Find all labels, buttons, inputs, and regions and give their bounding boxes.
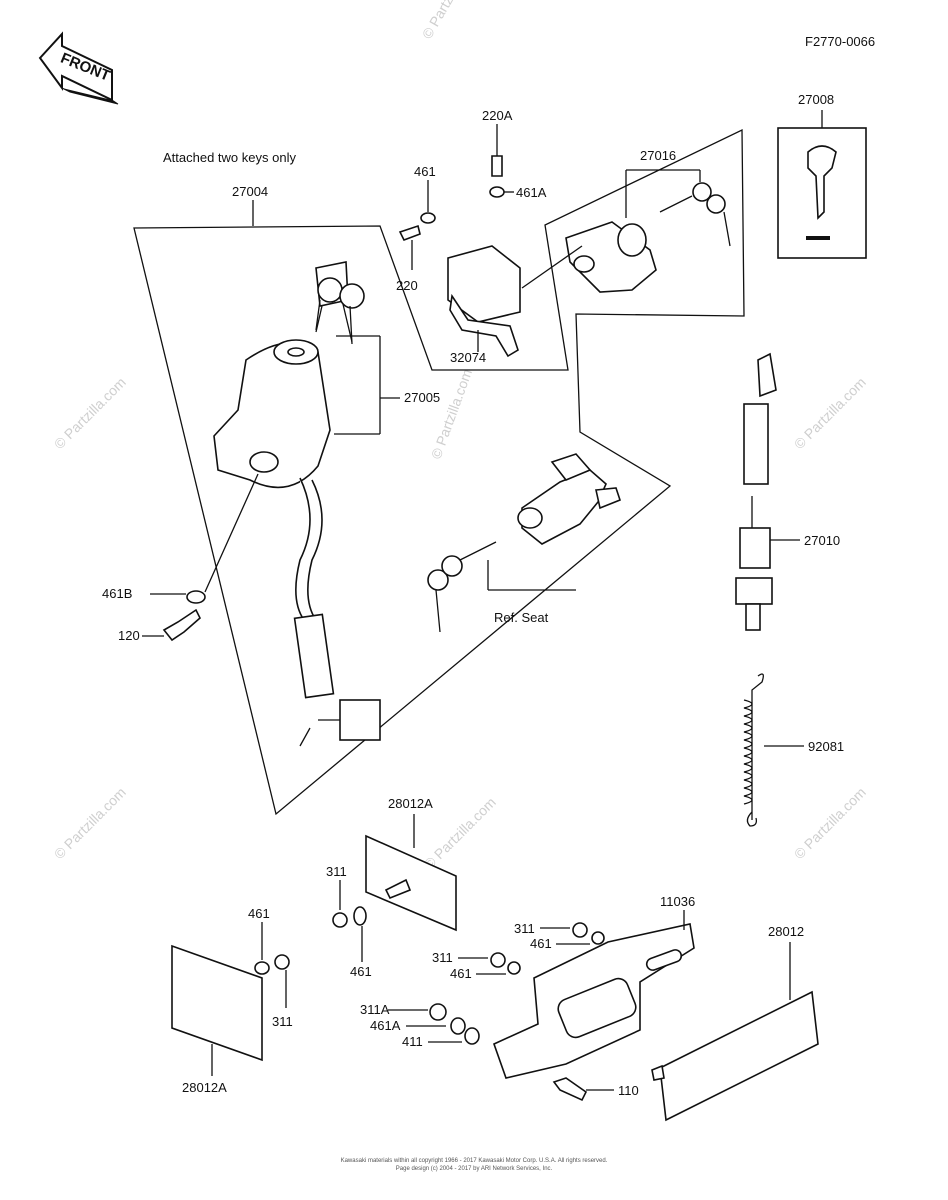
key-icon (659, 182, 731, 247)
label-28012A-bottom: 28012A (182, 1080, 227, 1095)
watermark-text: © Partzilla.com (791, 784, 869, 862)
kit-27004-outline (133, 128, 745, 816)
label-92081: 92081 (808, 739, 844, 754)
part-28012A-reflector (365, 834, 457, 932)
label-311-a: 311 (326, 864, 347, 879)
footer-copyright: Kawasaki materials within all copyright … (340, 1158, 608, 1164)
label-120: 120 (118, 628, 140, 643)
attached-keys-note: Attached two keys only (163, 150, 296, 165)
part-461A-washer (489, 186, 505, 198)
label-411: 411 (402, 1034, 423, 1049)
part-11036-bracket (493, 923, 695, 1079)
label-27010: 27010 (804, 533, 840, 548)
label-110: 110 (618, 1083, 639, 1098)
part-220A-screw (491, 155, 503, 177)
watermark-text: © Partzilla.com (428, 367, 475, 461)
label-220: 220 (396, 278, 418, 293)
footer-page-design: Page design (c) 2004 - 2017 by ARI Netwo… (395, 1166, 553, 1172)
label-27004: 27004 (232, 184, 268, 199)
part-120-bolt (162, 608, 201, 642)
label-461-a: 461 (350, 964, 372, 979)
label-311-left: 311 (272, 1014, 293, 1029)
part-220-screw (398, 224, 421, 242)
front-arrow-icon: FRONT (38, 31, 119, 105)
label-461B: 461B (102, 586, 132, 601)
watermark-text: © Partzilla.com (51, 784, 129, 862)
part-110-bolt (552, 1077, 588, 1102)
ref-seat-note: Ref. Seat (494, 610, 549, 625)
part-27016-lock (521, 221, 657, 293)
label-311A: 311A (360, 1002, 390, 1017)
part-32074-bracket (447, 245, 521, 358)
part-27005-ignition-switch (213, 261, 381, 747)
diagram-code: F2770-0066 (805, 34, 875, 49)
label-461-top: 461 (414, 164, 436, 179)
label-27005: 27005 (404, 390, 440, 405)
label-27008: 27008 (798, 92, 834, 107)
label-461-left: 461 (248, 906, 270, 921)
label-27016: 27016 (640, 148, 676, 163)
label-11036: 11036 (660, 894, 695, 909)
seat-lock (517, 453, 621, 545)
part-461B-washer (186, 590, 206, 604)
label-461-b: 461 (530, 936, 552, 951)
part-27010-switch (735, 352, 777, 631)
part-92081-spring (743, 673, 764, 827)
label-32074: 32074 (450, 350, 486, 365)
label-28012: 28012 (768, 924, 804, 939)
watermark-text: © Partzilla.com (51, 374, 129, 452)
part-28012-reflector (659, 990, 819, 1122)
part-27008-key-card (777, 110, 867, 259)
label-220A: 220A (482, 108, 513, 123)
label-461A-bottom: 461A (370, 1018, 401, 1033)
label-311-c: 311 (432, 950, 453, 965)
part-461-washer (420, 212, 436, 224)
label-28012A-top: 28012A (388, 796, 433, 811)
part-461-washer (353, 906, 367, 926)
part-28012A-reflector-left (171, 944, 263, 1062)
watermark-text: © Partzilla.com (791, 374, 869, 452)
watermark-text: © Partzilla.com (419, 0, 480, 42)
label-461A-top: 461A (516, 185, 547, 200)
part-311-nut (332, 912, 348, 928)
key-icon (427, 541, 497, 633)
key-icon (315, 277, 365, 345)
label-311-b: 311 (514, 921, 535, 936)
label-461-c: 461 (450, 966, 472, 981)
